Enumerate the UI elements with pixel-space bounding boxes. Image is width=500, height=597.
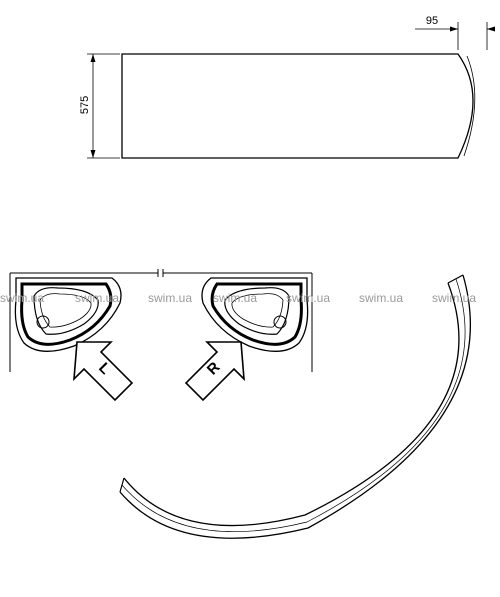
watermarks: swim.ua swim.ua swim.ua swim.ua swim.ua … [0,291,476,305]
left-bathtub-plan [9,269,159,372]
right-bathtub-plan [162,269,313,372]
height-dimension-label: 575 [79,96,91,114]
height-dimension [87,53,120,159]
watermark: swim.ua [75,291,119,305]
left-orientation-arrow: L [73,341,134,402]
watermark: swim.ua [286,291,330,305]
watermark: swim.ua [148,291,192,305]
watermark: swim.ua [0,291,44,305]
right-orientation-arrow: R [184,341,245,402]
watermark: swim.ua [359,291,403,305]
watermark: swim.ua [432,291,476,305]
width-dimension [415,22,495,50]
width-dimension-label: 95 [426,15,438,27]
panel-side-view [121,53,476,159]
watermark: swim.ua [213,291,257,305]
curved-front-panel [119,274,471,539]
